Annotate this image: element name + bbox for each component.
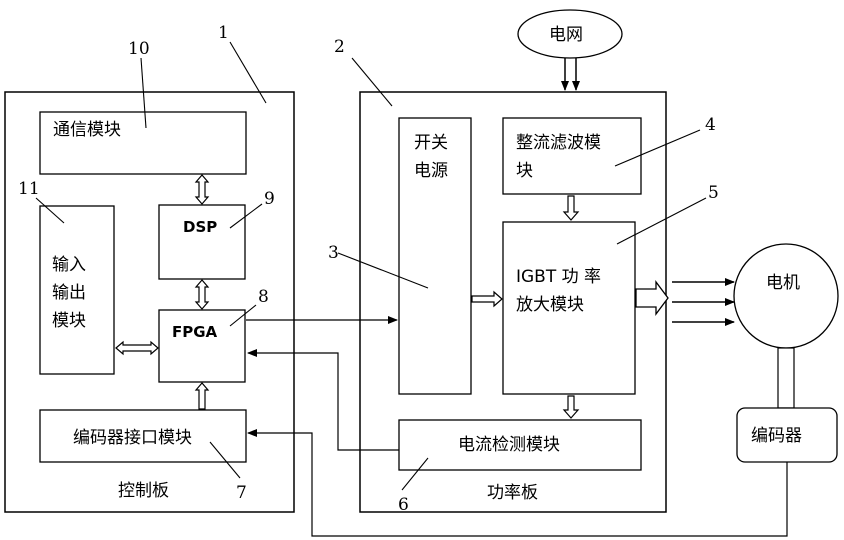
num-8: 8 <box>258 287 269 307</box>
current-to-fpga-line <box>248 353 399 450</box>
current-detect-label: 电流检测模块 <box>458 435 560 455</box>
fpga-module <box>159 310 245 382</box>
dsp-module <box>159 205 245 279</box>
io-label-line3: 模块 <box>52 311 86 331</box>
io-label-line1: 输入 <box>52 255 86 275</box>
io-label-line2: 输出 <box>52 283 86 303</box>
leader-1 <box>230 42 266 103</box>
igbt-line1: IGBT 功 率 <box>516 267 601 287</box>
dsp-label: DSP <box>183 218 217 236</box>
encoder-label: 编码器 <box>751 426 802 446</box>
encoder-interface-label: 编码器接口模块 <box>73 428 192 448</box>
power-board-label: 功率板 <box>487 483 538 503</box>
num-7: 7 <box>236 483 247 503</box>
grid-label: 电网 <box>549 25 583 45</box>
motor-label: 电机 <box>766 273 800 293</box>
num-9: 9 <box>264 189 275 209</box>
leader-2 <box>352 58 392 106</box>
rectifier-line2: 块 <box>516 161 533 181</box>
num-1: 1 <box>218 23 229 43</box>
num-2: 2 <box>334 37 345 57</box>
comm-module-label: 通信模块 <box>53 120 121 140</box>
rectifier-filter-module <box>503 118 641 194</box>
control-board-label: 控制板 <box>118 481 169 501</box>
num-4: 4 <box>705 115 716 135</box>
num-10: 10 <box>128 39 150 59</box>
io-fpga-arrow <box>116 342 158 354</box>
num-3: 3 <box>328 243 339 263</box>
igbt-line2: 放大模块 <box>516 295 584 315</box>
motor-encoder-shaft <box>778 348 794 408</box>
num-6: 6 <box>398 495 409 515</box>
fpga-label: FPGA <box>172 323 218 341</box>
num-5: 5 <box>708 183 719 203</box>
num-11: 11 <box>18 179 40 199</box>
switch-igbt-arrow <box>472 292 502 306</box>
rectifier-igbt-arrow <box>564 196 578 220</box>
encoder-fpga-arrow <box>196 383 208 409</box>
igbt-output-arrow <box>636 282 668 314</box>
motor <box>734 244 838 348</box>
comm-dsp-arrow <box>196 175 208 204</box>
leader-5 <box>617 198 706 244</box>
switch-power-line2: 电源 <box>414 161 448 181</box>
dsp-fpga-arrow <box>196 280 208 309</box>
switch-power-line1: 开关 <box>414 133 448 153</box>
igbt-current-arrow <box>564 396 578 418</box>
rectifier-line1: 整流滤波模 <box>516 133 601 153</box>
switch-power-module <box>399 118 471 394</box>
